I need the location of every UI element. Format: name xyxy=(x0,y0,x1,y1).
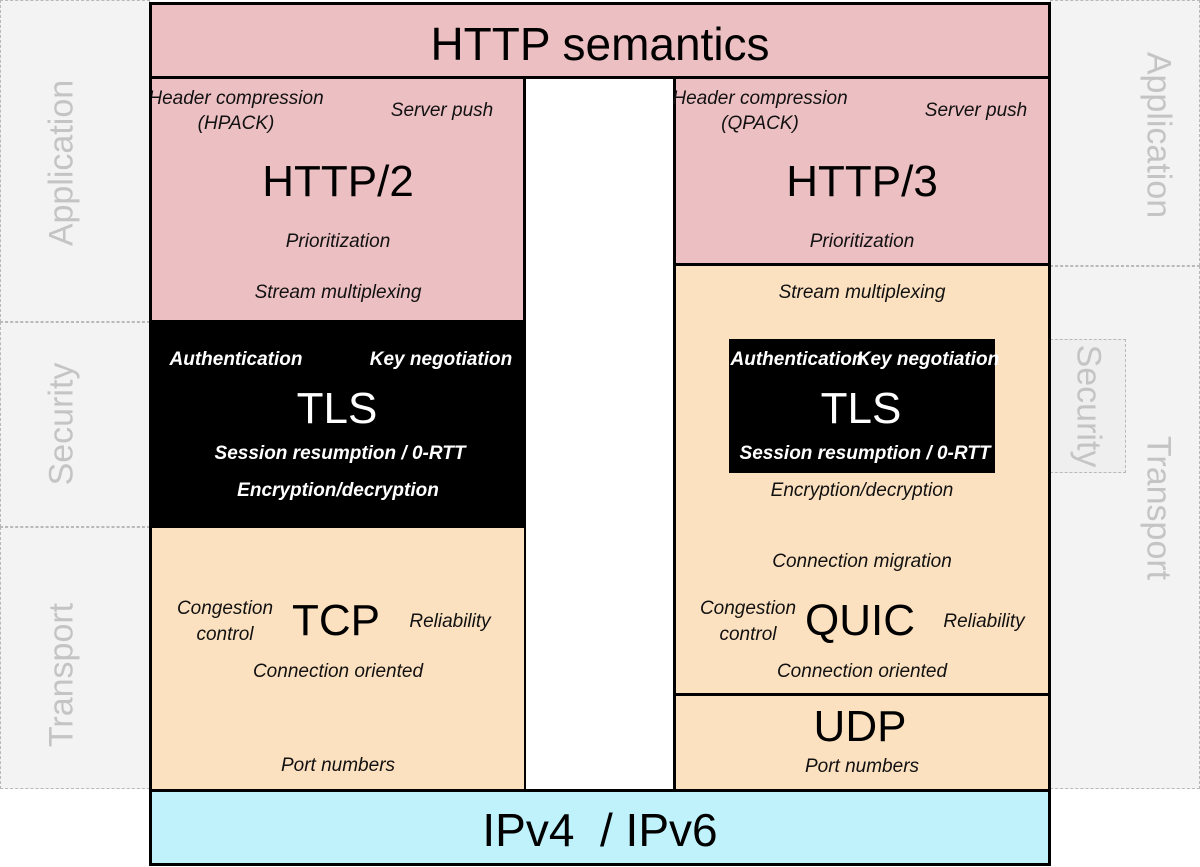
http3-quic-divider xyxy=(676,263,1048,266)
tls-right-session-resumption: Session resumption / 0-RTT xyxy=(739,443,991,464)
tcp-congestion: Congestion xyxy=(176,598,274,619)
http2-title: HTTP/2 xyxy=(262,157,414,206)
tcp-layer: Congestion control TCP Reliability Conne… xyxy=(152,528,524,789)
quic-encryption: Encryption/decryption xyxy=(770,480,954,501)
tls-right-key-negotiation: Key negotiation xyxy=(856,349,1000,370)
tls-left-encryption: Encryption/decryption xyxy=(237,480,439,501)
udp-port-numbers: Port numbers xyxy=(804,756,920,777)
tcp-port-numbers: Port numbers xyxy=(280,755,396,776)
tcp-control: control xyxy=(196,624,254,645)
left-label-application: Application xyxy=(42,79,81,247)
tls-layer-right: Authentication Key negotiation TLS Sessi… xyxy=(729,339,999,473)
http3-header-compression: Header compression xyxy=(672,88,848,109)
right-band-application xyxy=(1050,0,1200,266)
quic-reliability: Reliability xyxy=(943,611,1025,632)
tcp-connection-oriented: Connection oriented xyxy=(252,661,424,682)
tls-right-title: TLS xyxy=(820,384,902,433)
http2-stream-multiplexing: Stream multiplexing xyxy=(254,282,422,303)
http2-server-push: Server push xyxy=(390,100,494,121)
left-label-transport: Transport xyxy=(42,602,81,748)
left-label-security: Security xyxy=(42,362,81,486)
http3-prioritization: Prioritization xyxy=(809,231,915,252)
ip-layer: IPv4 / IPv6 xyxy=(149,789,1051,866)
udp-layer: UDP Port numbers xyxy=(676,696,1048,789)
tcp-reliability: Reliability xyxy=(409,611,491,632)
http2-hpack: (HPACK) xyxy=(197,113,275,134)
quic-connection-migration: Connection migration xyxy=(772,551,952,572)
quic-control: control xyxy=(719,624,777,645)
quic-connection-oriented: Connection oriented xyxy=(776,661,948,682)
quic-congestion: Congestion xyxy=(699,598,797,619)
quic-stream-multiplexing: Stream multiplexing xyxy=(778,282,946,303)
tls-layer-left: Authentication Key negotiation TLS Sessi… xyxy=(152,320,525,528)
tls-left-title: TLS xyxy=(296,384,378,433)
quic-title: QUIC xyxy=(805,596,915,645)
http3-title: HTTP/3 xyxy=(786,157,938,206)
tls-left-authentication: Authentication xyxy=(169,349,303,370)
http-semantics-layer: HTTP semantics xyxy=(149,2,1051,79)
tls-right-authentication: Authentication xyxy=(730,349,864,370)
tcp-title: TCP xyxy=(292,596,380,645)
http3-layer: Header compression (QPACK) Server push H… xyxy=(672,79,1048,264)
udp-title: UDP xyxy=(813,702,907,751)
http2-header-compression: Header compression xyxy=(148,88,324,109)
quic-layer: Stream multiplexing Encryption/decryptio… xyxy=(676,266,1048,694)
quic-udp-divider xyxy=(676,693,1048,696)
http2-layer: Header compression (HPACK) Server push H… xyxy=(148,79,524,320)
gap-border-right xyxy=(673,79,676,789)
left-band-transport xyxy=(0,527,150,789)
tls-left-session-resumption: Session resumption / 0-RTT xyxy=(214,443,466,464)
right-label-application: Application xyxy=(1139,51,1178,219)
http-semantics-title: HTTP semantics xyxy=(430,18,770,70)
http2-prioritization: Prioritization xyxy=(285,231,391,252)
http3-qpack: (QPACK) xyxy=(721,113,799,134)
right-label-transport: Transport xyxy=(1139,435,1178,581)
tls-left-key-negotiation: Key negotiation xyxy=(369,349,513,370)
http3-server-push: Server push xyxy=(924,100,1028,121)
left-band-security xyxy=(0,322,150,527)
right-label-security: Security xyxy=(1069,344,1108,468)
ip-title: IPv4 / IPv6 xyxy=(482,804,718,856)
left-band-application xyxy=(0,0,150,322)
